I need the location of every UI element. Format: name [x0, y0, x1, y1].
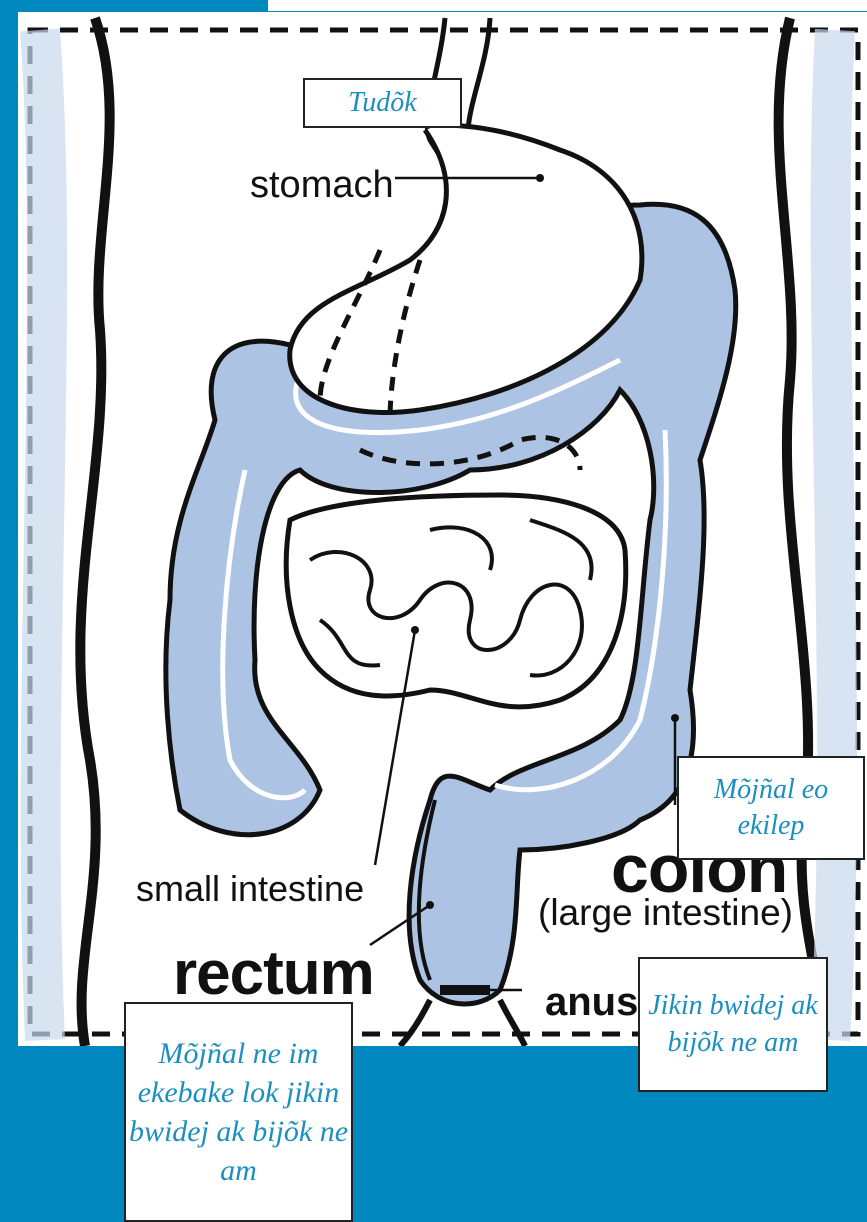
- left-border: [0, 0, 18, 1222]
- colon-translation-callout: Mõjñal eo ekilep: [677, 756, 865, 860]
- digestive-diagram: stomach small intestine rectum colon (la…: [18, 12, 867, 1046]
- stomach-translation-callout: Tudõk: [303, 78, 462, 128]
- stomach-translation-text: Tudõk: [348, 85, 416, 121]
- top-border-tab: [0, 0, 268, 12]
- rectum-translation-callout: Mõjñal ne im ekebake lok jikin bwidej ak…: [124, 1002, 353, 1222]
- rectum-label: rectum: [173, 938, 374, 1009]
- left-body-shade: [40, 30, 47, 1040]
- anus-translation-text: Jikin bwidej ak bijõk ne am: [640, 988, 826, 1061]
- colon-translation-text: Mõjñal eo ekilep: [679, 772, 863, 845]
- anus-label: anus: [545, 980, 638, 1025]
- stomach-label: stomach: [250, 164, 394, 207]
- right-body-shade: [830, 30, 837, 1040]
- rectum-translation-text: Mõjñal ne im ekebake lok jikin bwidej ak…: [126, 1034, 351, 1190]
- large-intestine-label: (large intestine): [538, 892, 793, 934]
- anus-translation-callout: Jikin bwidej ak bijõk ne am: [638, 957, 828, 1092]
- small-intestine-label: small intestine: [136, 868, 364, 910]
- left-body-contour: [80, 18, 109, 1046]
